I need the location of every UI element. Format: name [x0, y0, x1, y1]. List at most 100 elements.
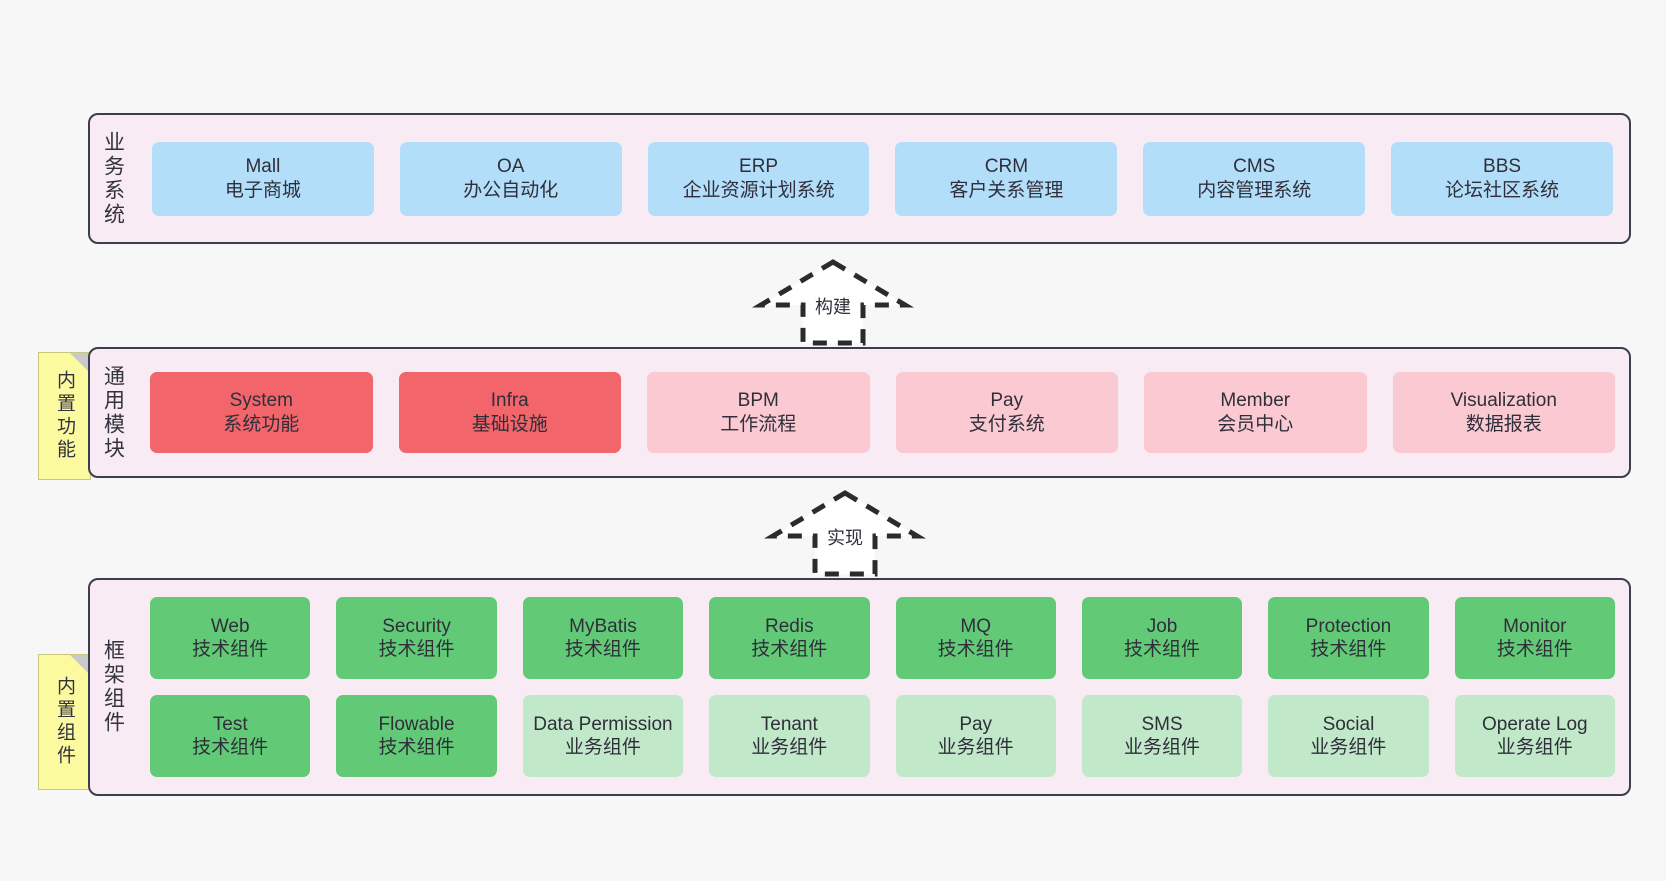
module-card-name: SMS — [1141, 713, 1183, 735]
module-card-name: Data Permission — [533, 713, 673, 735]
module-card-subtitle: 数据报表 — [1465, 413, 1542, 435]
module-card-name: Job — [1146, 615, 1178, 637]
module-card-name: Visualization — [1450, 390, 1557, 412]
module-card-subtitle: 论坛社区系统 — [1445, 179, 1560, 201]
module-card[interactable]: Security 技术组件 — [336, 597, 497, 679]
module-card-subtitle: 工作流程 — [720, 413, 797, 435]
layer-framework-components-title: 框架组件 — [101, 639, 125, 735]
module-card-subtitle: 技术组件 — [1496, 639, 1573, 660]
module-card-subtitle: 技术组件 — [378, 737, 455, 758]
connector-implement-label: 实现 — [827, 528, 863, 548]
layer-framework-components-row-1: Web 技术组件 Security 技术组件 MyBatis 技术组件 Redi… — [150, 597, 1615, 679]
build-arrow-glyph — [751, 259, 915, 346]
module-card[interactable]: MQ 技术组件 — [895, 597, 1056, 679]
module-card-name: System — [229, 390, 293, 412]
module-card-subtitle: 电子商城 — [224, 179, 301, 201]
module-card[interactable]: Data Permission 业务组件 — [522, 695, 684, 777]
module-card-subtitle: 技术组件 — [937, 639, 1014, 660]
module-card-subtitle: 技术组件 — [564, 639, 641, 660]
module-card[interactable]: Operate Log 业务组件 — [1454, 695, 1615, 777]
module-card-name: Tenant — [760, 713, 818, 735]
connector-build: 构建 — [751, 259, 915, 346]
layer-business-system-title: 业务系统 — [101, 130, 125, 227]
module-card[interactable]: Social 业务组件 — [1268, 695, 1429, 777]
module-card[interactable]: Pay 支付系统 — [895, 372, 1118, 453]
sticky-note-builtin-function: 内置功能 — [38, 352, 91, 480]
module-card[interactable]: Flowable 技术组件 — [336, 695, 497, 777]
module-card[interactable]: Pay 业务组件 — [895, 695, 1056, 777]
sticky-note-builtin-component: 内置组件 — [38, 654, 91, 790]
module-card-subtitle: 技术组件 — [192, 737, 269, 758]
module-card-name: Social — [1322, 713, 1375, 735]
module-card[interactable]: Redis 技术组件 — [709, 597, 870, 679]
connector-build-label: 构建 — [815, 297, 851, 317]
module-card-subtitle: 会员中心 — [1217, 413, 1294, 435]
module-card-subtitle: 业务组件 — [1310, 737, 1387, 758]
module-card-name: Protection — [1305, 615, 1392, 637]
module-card[interactable]: ERP 企业资源计划系统 — [647, 141, 870, 216]
module-card[interactable]: CMS 内容管理系统 — [1143, 141, 1366, 216]
module-card-subtitle: 办公自动化 — [463, 179, 559, 201]
module-card-name: Pay — [990, 390, 1024, 412]
module-card[interactable]: CRM 客户关系管理 — [895, 141, 1118, 216]
module-card[interactable]: BBS 论坛社区系统 — [1391, 141, 1613, 216]
module-card-name: Infra — [490, 390, 529, 412]
module-card[interactable]: Test 技术组件 — [150, 695, 311, 777]
module-card-subtitle: 业务组件 — [1496, 737, 1573, 758]
module-card[interactable]: System 系统功能 — [150, 372, 373, 453]
module-card[interactable]: OA 办公自动化 — [399, 141, 622, 216]
module-card-name: BPM — [737, 390, 779, 412]
layer-framework-components: 框架组件 Web 技术组件 Security 技术组件 MyBatis 技术组件… — [88, 578, 1631, 796]
module-card[interactable]: MyBatis 技术组件 — [522, 597, 684, 679]
module-card-subtitle: 系统功能 — [223, 413, 300, 435]
layer-general-modules-body: System 系统功能 Infra 基础设施 BPM 工作流程 Pay 支付系统… — [136, 349, 1629, 476]
module-card-name: Member — [1220, 390, 1291, 412]
layer-general-modules-row-1: System 系统功能 Infra 基础设施 BPM 工作流程 Pay 支付系统… — [150, 372, 1615, 453]
module-card-name: MQ — [960, 615, 991, 637]
module-card-subtitle: 业务组件 — [564, 737, 641, 758]
module-card-subtitle: 支付系统 — [968, 413, 1045, 435]
module-card-name: Flowable — [378, 713, 455, 735]
module-card[interactable]: Job 技术组件 — [1081, 597, 1243, 679]
module-card-subtitle: 客户关系管理 — [949, 179, 1064, 201]
module-card-name: Web — [210, 615, 250, 637]
module-card-name: BBS — [1483, 156, 1522, 178]
module-card-name: Monitor — [1503, 615, 1567, 637]
module-card-subtitle: 基础设施 — [471, 413, 548, 435]
layer-business-system-row-1: Mall 电子商城 OA 办公自动化 ERP 企业资源计划系统 CRM 客户关系… — [152, 141, 1613, 216]
module-card[interactable]: SMS 业务组件 — [1081, 695, 1243, 777]
module-card-name: Redis — [765, 615, 814, 637]
module-card-name: ERP — [739, 156, 779, 178]
module-card-name: Pay — [959, 713, 993, 735]
module-card[interactable]: Web 技术组件 — [150, 597, 311, 679]
module-card-subtitle: 技术组件 — [1310, 639, 1387, 660]
module-card-name: Test — [212, 713, 248, 735]
module-card[interactable]: Monitor 技术组件 — [1454, 597, 1615, 679]
layer-general-modules-title: 通用模块 — [101, 364, 125, 461]
module-card[interactable]: Mall 电子商城 — [152, 141, 374, 216]
module-card[interactable]: Protection 技术组件 — [1268, 597, 1429, 679]
module-card[interactable]: Member 会员中心 — [1144, 372, 1367, 453]
layer-general-modules: 通用模块 System 系统功能 Infra 基础设施 BPM 工作流程 Pay… — [88, 347, 1631, 478]
module-card[interactable]: Visualization 数据报表 — [1392, 372, 1615, 453]
module-card-name: Security — [382, 615, 451, 637]
layer-business-system-body: Mall 电子商城 OA 办公自动化 ERP 企业资源计划系统 CRM 客户关系… — [136, 115, 1629, 242]
module-card[interactable]: Tenant 业务组件 — [709, 695, 870, 777]
layer-framework-components-body: Web 技术组件 Security 技术组件 MyBatis 技术组件 Redi… — [136, 580, 1629, 794]
connector-implement: 实现 — [763, 490, 927, 577]
layer-business-system: 业务系统 Mall 电子商城 OA 办公自动化 ERP 企业资源计划系统 CRM… — [88, 113, 1631, 244]
module-card[interactable]: Infra 基础设施 — [398, 372, 621, 453]
layer-framework-components-row-2: Test 技术组件 Flowable 技术组件 Data Permission … — [150, 695, 1615, 777]
module-card-subtitle: 技术组件 — [192, 639, 269, 660]
module-card-subtitle: 技术组件 — [378, 639, 455, 660]
implement-arrow-glyph — [763, 490, 927, 577]
module-card-name: MyBatis — [569, 615, 637, 637]
module-card-subtitle: 技术组件 — [1124, 639, 1201, 660]
module-card-subtitle: 业务组件 — [937, 737, 1014, 758]
module-card-name: Mall — [245, 156, 281, 178]
module-card-subtitle: 企业资源计划系统 — [682, 179, 835, 201]
module-card-subtitle: 技术组件 — [751, 639, 828, 660]
module-card-name: Operate Log — [1481, 713, 1588, 735]
module-card[interactable]: BPM 工作流程 — [647, 372, 870, 453]
module-card-name: CRM — [984, 156, 1029, 178]
